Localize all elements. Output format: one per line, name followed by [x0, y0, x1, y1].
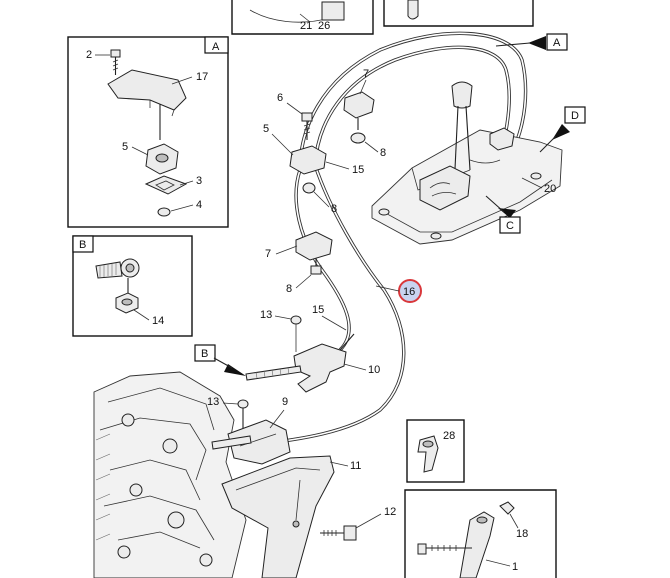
callout-15-upper: 15 [352, 164, 364, 176]
cable-end-bracket-10: 10 15 13 [245, 304, 380, 393]
cable-clip-upper: 7 8 [343, 68, 386, 159]
callout-16: 16 [403, 286, 415, 298]
callout-8-mid: 8 [331, 203, 337, 215]
callout-26: 26 [318, 20, 330, 32]
detail-b-tag: B [79, 239, 86, 251]
callout-8-lower: 8 [286, 283, 292, 295]
callout-1: 1 [512, 561, 518, 573]
callout-4: 4 [196, 199, 202, 211]
detail-lever-inset: 18 1 [404, 489, 557, 578]
callout-13-upper: 13 [260, 309, 272, 321]
top-detail-inset-right [383, 0, 534, 27]
callout-5: 5 [122, 141, 128, 153]
detail-c-tag: C [506, 220, 514, 232]
callout-2: 2 [86, 49, 92, 61]
callout-16-highlight[interactable]: 16 [375, 279, 422, 303]
callout-7-upper: 7 [363, 68, 369, 80]
callout-21: 21 [300, 20, 312, 32]
detail-b-pointer: B [194, 344, 246, 376]
detail-a-pointer-tag: A [553, 37, 561, 49]
callout-10: 10 [368, 364, 380, 376]
callout-28: 28 [443, 430, 455, 442]
cable-clip-lower: 7 8 [265, 231, 333, 295]
callout-6: 6 [277, 92, 283, 104]
callout-3: 3 [196, 175, 202, 187]
callout-13-lower: 13 [207, 396, 219, 408]
callout-20: 20 [544, 183, 556, 195]
callout-5-main: 5 [263, 123, 269, 135]
callout-15-lower: 15 [312, 304, 324, 316]
transmission-case [93, 371, 247, 578]
detail-b-pointer-tag: B [201, 348, 208, 360]
top-detail-inset-left: 21 26 [231, 0, 374, 35]
detail-a-pointer: A [495, 33, 568, 51]
gear-selector-housing: 20 [371, 81, 563, 245]
detail-b-inset: B 14 [72, 235, 193, 337]
detail-d-tag: D [571, 110, 579, 122]
callout-11: 11 [350, 460, 361, 472]
callout-17: 17 [196, 71, 208, 83]
bolt-12: 12 [320, 506, 396, 541]
detail-a-tag: A [212, 41, 220, 53]
mounting-bracket-9-11: 13 9 11 [207, 396, 361, 578]
detail-a-inset: A 2 17 5 3 4 [67, 36, 229, 228]
cable-clip-mid: 6 5 15 8 [263, 92, 364, 215]
callout-14: 14 [152, 315, 164, 327]
callout-9: 9 [282, 396, 288, 408]
detail-c-pointer: C [485, 195, 521, 234]
shift-cables [249, 31, 528, 447]
callout-18: 18 [516, 528, 528, 540]
detail-d-pointer: D [539, 106, 586, 153]
callout-8-upper: 8 [380, 147, 386, 159]
detail-28-inset: 28 [406, 419, 465, 483]
callout-7-lower: 7 [265, 248, 271, 260]
callout-12: 12 [384, 506, 396, 518]
